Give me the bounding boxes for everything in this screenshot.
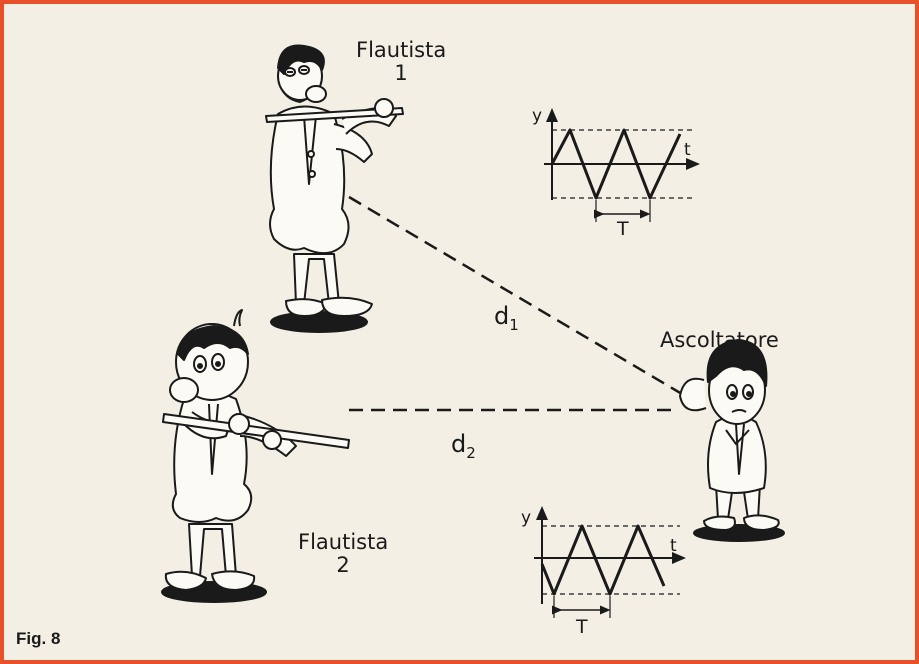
d1-subscript: 1 (509, 316, 519, 334)
figure-caption: Fig. 8 (16, 629, 60, 649)
graph1-period-label: T (617, 220, 629, 239)
graph2-sine-wave (542, 526, 664, 594)
listener-label: Ascoltatore (660, 330, 779, 351)
distance-line-d1 (349, 197, 682, 394)
listener-illustration (680, 340, 784, 541)
flautist-1-illustration (266, 45, 403, 332)
distance-label-d1: d1 (494, 304, 519, 328)
flautist-1-label-line2: 1 (356, 63, 446, 84)
waveform-graph-1 (544, 114, 694, 222)
flautist-2-label-line1: Flautista (298, 532, 388, 553)
flautist-1-label-line1: Flautista (356, 40, 446, 61)
graph1-t-label: t (684, 142, 691, 159)
d1-base: d (494, 302, 509, 330)
flautist-2-label-line2: 2 (298, 555, 388, 576)
d2-subscript: 2 (466, 444, 476, 462)
distance-label-d2: d2 (451, 432, 476, 456)
waveform-graph-2 (534, 512, 680, 618)
flautist-1-label: Flautista 1 (356, 40, 446, 84)
graph2-t-label: t (670, 538, 677, 555)
graph2-y-label: y (521, 510, 531, 527)
graph2-period-label: T (576, 618, 588, 637)
graph1-y-label: y (532, 108, 542, 125)
d2-base: d (451, 430, 466, 458)
flautist-2-label: Flautista 2 (298, 532, 388, 576)
